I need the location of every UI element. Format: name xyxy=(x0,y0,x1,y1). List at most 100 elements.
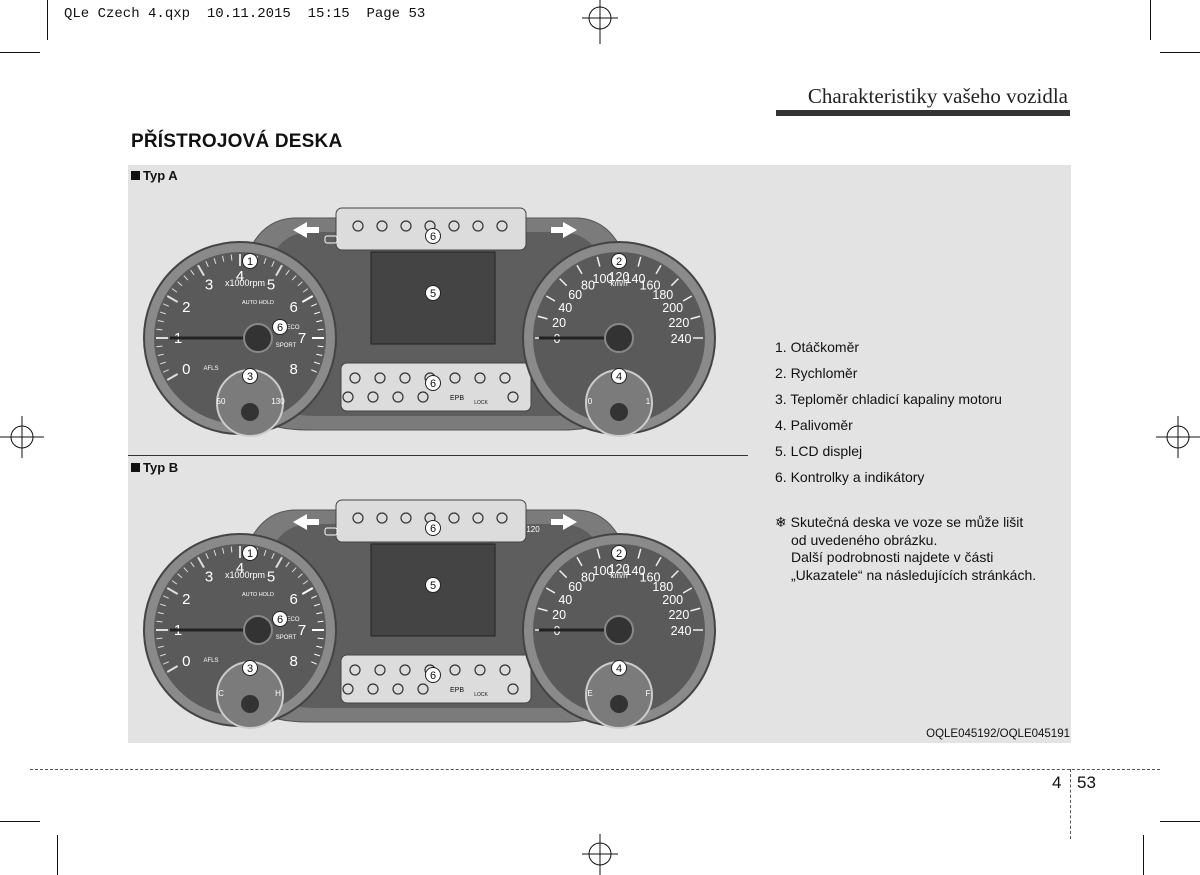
turn-right-arrow-icon xyxy=(551,222,577,238)
washer-icon xyxy=(496,512,508,524)
speedo-tick xyxy=(545,587,556,594)
tach-tick xyxy=(205,553,209,559)
tach-tick xyxy=(190,561,195,568)
eco-label: ECO xyxy=(286,325,299,331)
speedo-number: 40 xyxy=(558,593,572,607)
tach-number: 4 xyxy=(236,268,244,285)
tach-tick xyxy=(156,620,163,623)
note-line: od uvedeného obrázku. xyxy=(791,531,938,548)
tach-tick xyxy=(166,373,179,381)
footer-rule xyxy=(30,769,1160,770)
tach-tick xyxy=(230,546,233,553)
tach-number: 0 xyxy=(182,653,190,670)
warning-icon xyxy=(472,220,484,232)
tach-tick xyxy=(159,361,166,365)
epb-label: EPB xyxy=(450,395,464,402)
tach-tick xyxy=(311,661,317,665)
speedo-tick xyxy=(596,256,601,267)
speedo-tick xyxy=(670,570,679,579)
speedo-tick xyxy=(596,548,601,559)
speedo-number: 200 xyxy=(662,593,683,607)
note: ❄ Skutečná deska ve voze se může lišit o… xyxy=(775,514,1036,584)
tach-tick xyxy=(316,320,323,323)
service-icon xyxy=(507,391,519,403)
rear-fog-icon xyxy=(448,220,460,232)
speedo-number: 120 xyxy=(609,562,630,576)
temp-low-label: 50 xyxy=(217,397,226,406)
tach-tick xyxy=(213,257,217,264)
callout-number: 5 xyxy=(430,288,436,300)
rear-fog-icon xyxy=(448,512,460,524)
tach-tick xyxy=(177,281,183,287)
battery-icon xyxy=(374,372,386,384)
tach-tick xyxy=(301,295,314,303)
tach-number: 7 xyxy=(298,622,306,639)
speedo-number: 200 xyxy=(662,301,683,315)
speedo-tick xyxy=(559,278,568,287)
tach-tick xyxy=(159,603,166,607)
tach-tick xyxy=(177,573,183,579)
tach-tick xyxy=(285,269,290,276)
tach-tick xyxy=(222,255,225,262)
callout-number: 3 xyxy=(247,663,253,675)
tach-tick xyxy=(302,288,309,293)
washer-icon xyxy=(496,220,508,232)
tach-tick xyxy=(291,567,297,573)
callout-number: 3 xyxy=(247,371,253,383)
temp-hub xyxy=(241,403,259,421)
abs-icon xyxy=(392,391,404,403)
callout-marker xyxy=(272,319,288,335)
airbag-off-icon xyxy=(417,683,429,695)
callout-marker xyxy=(242,253,258,269)
callout-marker xyxy=(611,253,627,269)
tach-number: 3 xyxy=(205,276,213,293)
esc-icon xyxy=(342,683,354,695)
note-line: Další podrobnosti najdete v části xyxy=(791,549,994,565)
speedo-number: 60 xyxy=(568,288,582,302)
fuel-low-label: E xyxy=(587,689,592,698)
crop-mark xyxy=(57,835,58,875)
tach-unit: x1000rpm xyxy=(225,570,265,580)
tach-tick xyxy=(285,561,290,568)
callout-marker xyxy=(242,545,258,561)
abs-icon xyxy=(392,683,404,695)
speedo-number: 20 xyxy=(552,608,566,622)
tach-tick xyxy=(159,311,166,315)
tach-tick xyxy=(317,328,324,331)
speedo-number: 60 xyxy=(568,580,582,594)
speedo-tick xyxy=(637,548,642,559)
tach-tick xyxy=(171,580,178,585)
instrument-cluster-type-b: 120EPBLOCK012345678x1000rpmAUTO HOLDECOS… xyxy=(143,499,716,729)
tach-tick xyxy=(311,595,317,599)
high-beam-icon xyxy=(400,512,412,524)
callout-marker xyxy=(425,577,441,593)
tach-unit: x1000rpm xyxy=(225,278,265,288)
tach-tick xyxy=(163,661,169,665)
tpms-icon xyxy=(367,683,379,695)
tach-tick xyxy=(317,345,324,348)
type-a-label: Typ A xyxy=(131,168,178,183)
note-line: „Ukazatele“ na následujících stránkách. xyxy=(791,566,1037,583)
tach-tick xyxy=(157,353,164,356)
registration-mark-bottom xyxy=(582,834,618,875)
tach-tick xyxy=(190,269,195,276)
tach-hub xyxy=(243,615,273,645)
fuel-hub xyxy=(610,403,628,421)
tach-tick xyxy=(316,645,323,648)
chapter-number: 4 xyxy=(1052,773,1062,792)
afls-label: AFLS xyxy=(203,366,218,372)
tach-tick xyxy=(314,603,321,607)
callout-number: 2 xyxy=(616,548,622,560)
speedo-tick xyxy=(576,264,583,275)
speedo-number: 220 xyxy=(668,316,689,330)
callout-marker xyxy=(611,660,627,676)
crop-mark xyxy=(1150,0,1151,40)
airbag-off-icon xyxy=(417,391,429,403)
sport-label: SPORT xyxy=(276,635,297,641)
note-line: Skutečná deska ve voze se může lišit xyxy=(790,514,1024,530)
speedo-number: 240 xyxy=(671,624,692,638)
tach-tick xyxy=(291,275,297,281)
speedo-unit: km/h xyxy=(610,279,627,288)
image-code: OQLE045192/OQLE045191 xyxy=(926,728,1070,740)
tach-tick xyxy=(275,556,283,569)
